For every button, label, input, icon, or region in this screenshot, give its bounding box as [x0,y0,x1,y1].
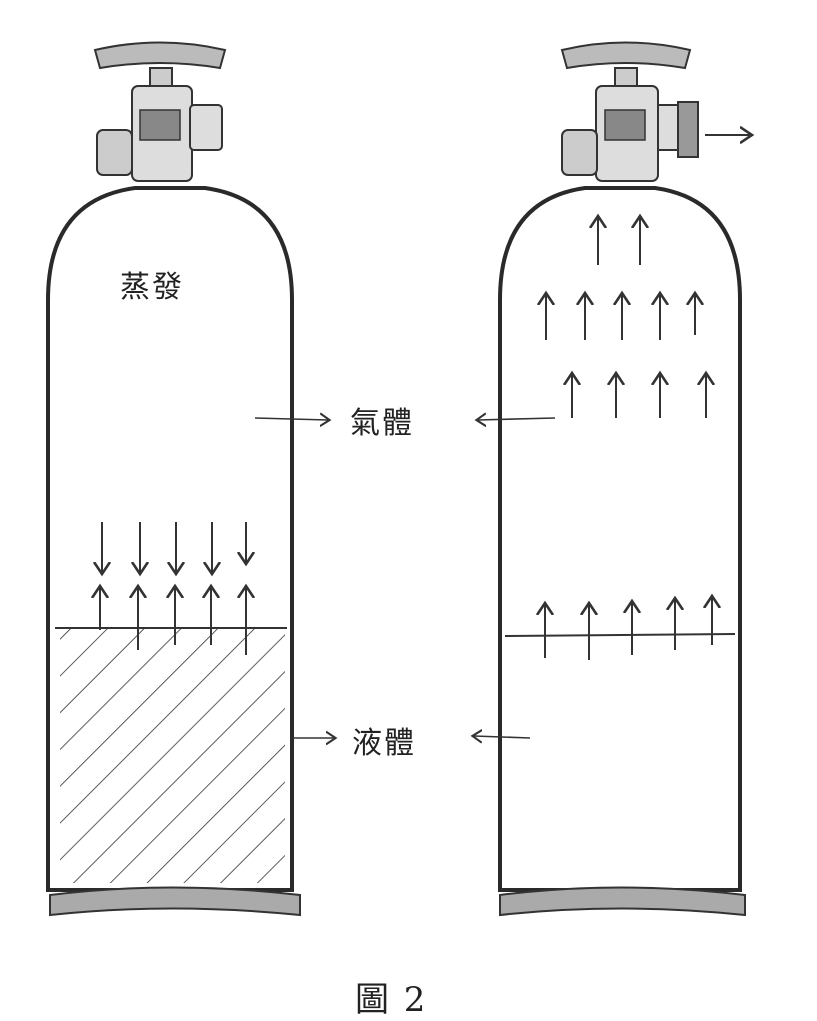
right-cylinder [498,41,750,917]
label-pointers [254,418,556,738]
gas-label: 氣體 [350,406,414,441]
gas-pointer-right [478,418,556,420]
evaporation-arrows [100,588,246,655]
rising-gas-arrows [545,218,712,660]
liquid-pointer-right [474,736,531,738]
right-liquid-level [504,633,736,637]
right-valve-icon [560,41,699,182]
gas-pointer-left [254,418,328,420]
evaporation-label: 蒸發 [120,270,184,305]
left-valve-icon [93,41,227,182]
figure-caption: 圖 2 [355,980,428,1020]
condensation-arrows [102,522,246,572]
left-cylinder [46,41,301,917]
liquid-label: 液體 [352,726,416,761]
